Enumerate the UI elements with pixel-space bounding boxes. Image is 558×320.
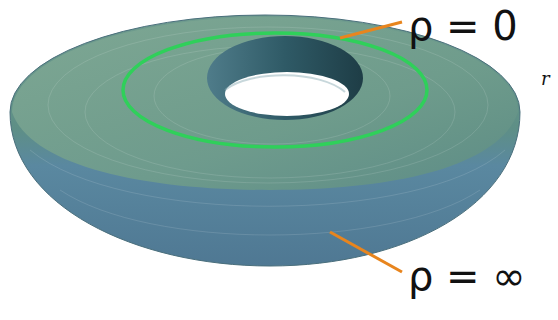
core-circle	[123, 33, 427, 147]
surface-grid	[30, 27, 505, 235]
partial-label: r	[541, 70, 550, 88]
leader-line	[330, 232, 402, 272]
leader-line	[340, 22, 402, 38]
hole-opening	[225, 72, 349, 116]
torus-body	[10, 15, 520, 266]
boundary-label: ρ = 0	[408, 6, 518, 46]
boundary-label: ρ = ∞	[408, 256, 526, 296]
torus-hole	[207, 36, 363, 120]
